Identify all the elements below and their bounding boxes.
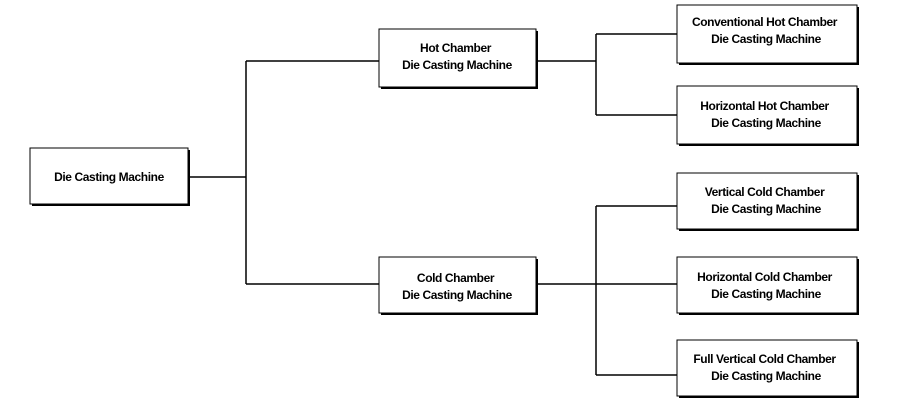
node-label-line: Full Vertical Cold Chamber (693, 352, 836, 366)
node-label-line: Die Casting Machine (711, 202, 821, 216)
node-label: Horizontal Cold Chamber Die Casting Mach… (697, 270, 835, 301)
node-horizontal-hot-chamber: Horizontal Hot Chamber Die Casting Machi… (676, 85, 859, 146)
node-box (378, 256, 537, 314)
node-box (676, 4, 858, 64)
node-box (29, 147, 189, 205)
node-conventional-hot-chamber: Conventional Hot Chamber Die Casting Mac… (676, 4, 859, 65)
node-label: Vertical Cold Chamber Die Casting Machin… (705, 185, 828, 216)
node-horizontal-cold-chamber: Horizontal Cold Chamber Die Casting Mach… (676, 256, 859, 315)
node-label-line: Hot Chamber (420, 41, 492, 55)
node-label-line: Die Casting Machine (711, 287, 821, 301)
node-label-line: Die Casting Machine (711, 32, 821, 46)
node-box (676, 85, 858, 145)
node-label: Cold Chamber Die Casting Machine (402, 271, 512, 302)
node-vertical-cold-chamber: Vertical Cold Chamber Die Casting Machin… (676, 172, 859, 231)
node-label: Full Vertical Cold Chamber Die Casting M… (693, 352, 838, 383)
node-label-line: Die Casting Machine (402, 58, 512, 72)
node-label: Hot Chamber Die Casting Machine (402, 41, 512, 72)
node-full-vertical-cold-chamber: Full Vertical Cold Chamber Die Casting M… (676, 339, 859, 398)
node-hot-chamber: Hot Chamber Die Casting Machine (378, 28, 538, 89)
node-box (676, 339, 858, 397)
node-label-line: Conventional Hot Chamber (692, 15, 838, 29)
node-label-line: Cold Chamber (417, 271, 495, 285)
node-cold-chamber: Cold Chamber Die Casting Machine (378, 256, 538, 315)
node-label-line: Die Casting Machine (711, 369, 821, 383)
node-label: Conventional Hot Chamber Die Casting Mac… (692, 15, 840, 46)
node-die-casting-machine: Die Casting Machine (29, 147, 190, 206)
node-label-line: Die Casting Machine (402, 288, 512, 302)
node-label-line: Horizontal Hot Chamber (700, 99, 829, 113)
node-label-line: Die Casting Machine (711, 116, 821, 130)
node-label-line: Die Casting Machine (54, 170, 164, 184)
node-label: Horizontal Hot Chamber Die Casting Machi… (700, 99, 831, 130)
node-box (676, 172, 858, 230)
node-label: Die Casting Machine (54, 170, 164, 184)
connectors (189, 33, 677, 376)
node-box (676, 256, 858, 314)
node-label-line: Vertical Cold Chamber (705, 185, 825, 199)
node-label-line: Horizontal Cold Chamber (697, 270, 833, 284)
node-box (378, 28, 537, 88)
